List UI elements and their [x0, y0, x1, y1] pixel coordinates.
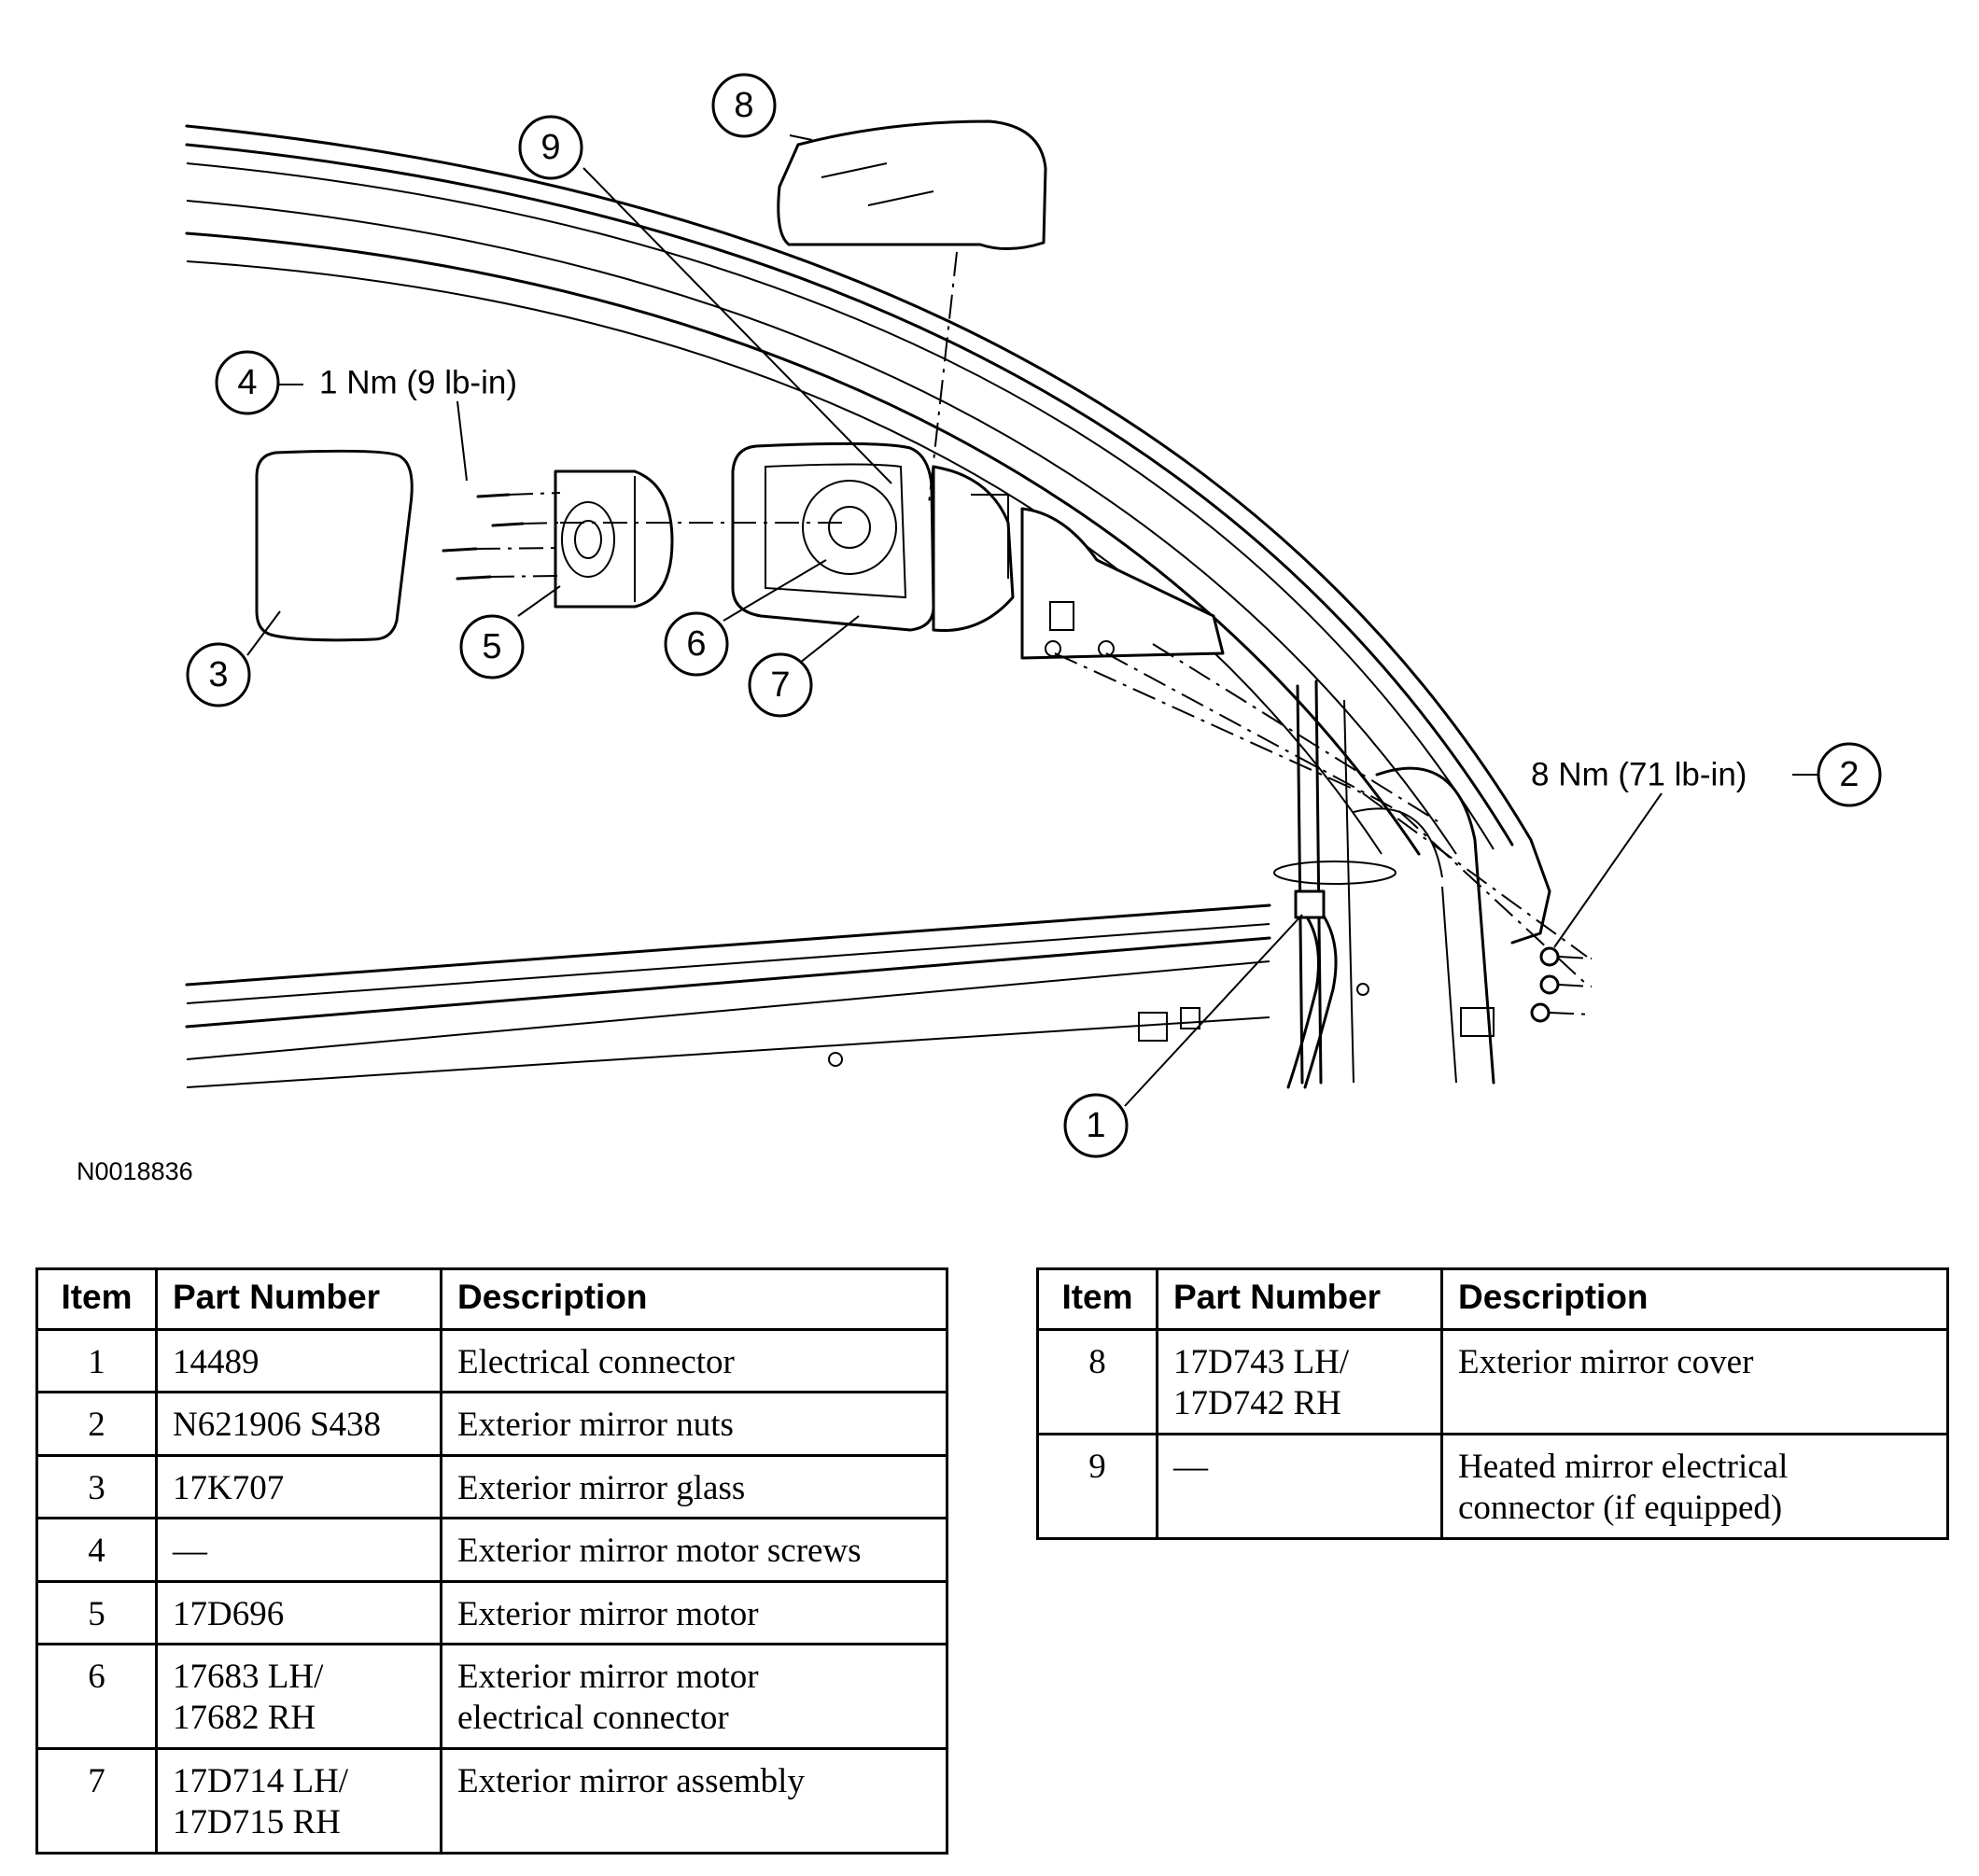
table-row: 2 N621906 S438 Exterior mirror nuts [35, 1391, 948, 1457]
table-row: 3 17K707 Exterior mirror glass [35, 1453, 948, 1520]
cell-description: Exterior mirror motor screws [440, 1517, 948, 1583]
cell-item: 2 [35, 1391, 158, 1457]
door-frame [185, 124, 1551, 1088]
mirror-cover [777, 119, 1047, 505]
svg-text:4: 4 [237, 363, 257, 402]
mirror-assembly [560, 441, 1015, 633]
table-row: 5 17D696 Exterior mirror motor [35, 1579, 948, 1645]
leader-lines [246, 134, 1830, 1107]
svg-text:1: 1 [1086, 1106, 1105, 1145]
svg-text:6: 6 [686, 624, 706, 664]
svg-text:2: 2 [1839, 755, 1859, 794]
header-description: Description [1440, 1267, 1949, 1331]
cell-description: Exterior mirror nuts [440, 1391, 948, 1457]
figure-id: N0018836 [77, 1157, 193, 1185]
torque-label-item4: 1 Nm (9 lb-in) [319, 365, 517, 401]
svg-text:3: 3 [208, 655, 228, 694]
cell-part-number: 14489 [155, 1327, 442, 1394]
callout-3: 3 [186, 642, 251, 707]
harness [1273, 861, 1397, 1089]
cell-item: 7 [35, 1746, 158, 1855]
svg-text:7: 7 [770, 665, 790, 705]
table-row: 6 17683 LH/17682 RH Exterior mirror moto… [35, 1642, 948, 1750]
mirror-nuts [1530, 946, 1593, 1023]
table-header-row: Item Part Number Description [1036, 1267, 1949, 1331]
cell-item: 4 [35, 1517, 158, 1583]
table-header-row: Item Part Number Description [35, 1267, 948, 1331]
callout-1: 1 [1063, 1093, 1129, 1158]
cell-item: 8 [1036, 1328, 1158, 1435]
table-row: 8 17D743 LH/17D742 RH Exterior mirror co… [1036, 1328, 1949, 1435]
callout-2: 2 [1817, 742, 1882, 807]
cell-description: Exterior mirror glass [440, 1453, 948, 1520]
mirror-glass [255, 449, 414, 642]
callout-9: 9 [518, 115, 583, 180]
motor-screws [442, 492, 561, 581]
table-row: 4 — Exterior mirror motor screws [35, 1517, 948, 1583]
table-row: 7 17D714 LH/17D715 RH Exterior mirror as… [35, 1746, 948, 1855]
cell-part-number: 17683 LH/17682 RH [155, 1642, 442, 1750]
svg-text:8: 8 [734, 86, 753, 125]
svg-text:9: 9 [540, 128, 560, 167]
cell-description: Exterior mirror assembly [440, 1746, 948, 1855]
cell-part-number: 17D743 LH/17D742 RH [1156, 1328, 1443, 1435]
cell-part-number: N621906 S438 [155, 1391, 442, 1457]
header-part-number: Part Number [1156, 1267, 1443, 1331]
cell-item: 9 [1036, 1432, 1158, 1540]
cell-part-number: — [155, 1517, 442, 1583]
cell-description: Electrical connector [440, 1327, 948, 1394]
header-part-number: Part Number [155, 1267, 442, 1331]
exploded-view-diagram: 1 2 3 4 5 6 7 8 9 1 Nm (9 lb-in) 8 Nm (7… [185, 73, 1882, 1158]
cell-part-number: — [1156, 1432, 1443, 1540]
cell-description: Exterior mirror cover [1440, 1328, 1949, 1435]
cell-item: 1 [35, 1327, 158, 1394]
torque-label-item2: 8 Nm (71 lb-in) [1531, 757, 1747, 793]
callout-6: 6 [664, 611, 729, 677]
parts-table-left: Item Part Number Description 1 14489 Ele… [35, 1267, 948, 1855]
header-item: Item [1036, 1267, 1158, 1331]
cell-part-number: 17D714 LH/17D715 RH [155, 1746, 442, 1855]
mirror-sail [1020, 507, 1588, 986]
callout-5: 5 [459, 614, 525, 679]
parts-table-right: Item Part Number Description 8 17D743 LH… [1036, 1267, 1949, 1540]
callout-8: 8 [711, 73, 777, 138]
svg-text:5: 5 [482, 627, 501, 666]
header-item: Item [35, 1267, 158, 1331]
cell-part-number: 17D696 [155, 1579, 442, 1645]
cell-item: 5 [35, 1579, 158, 1645]
header-description: Description [440, 1267, 948, 1331]
cell-description: Exterior mirror motor [440, 1579, 948, 1645]
callout-7: 7 [748, 652, 813, 718]
cell-item: 3 [35, 1453, 158, 1520]
mirror-motor [554, 469, 674, 609]
cell-part-number: 17K707 [155, 1453, 442, 1520]
callout-4: 4 [215, 350, 280, 415]
cell-item: 6 [35, 1642, 158, 1750]
table-row: 1 14489 Electrical connector [35, 1327, 948, 1394]
